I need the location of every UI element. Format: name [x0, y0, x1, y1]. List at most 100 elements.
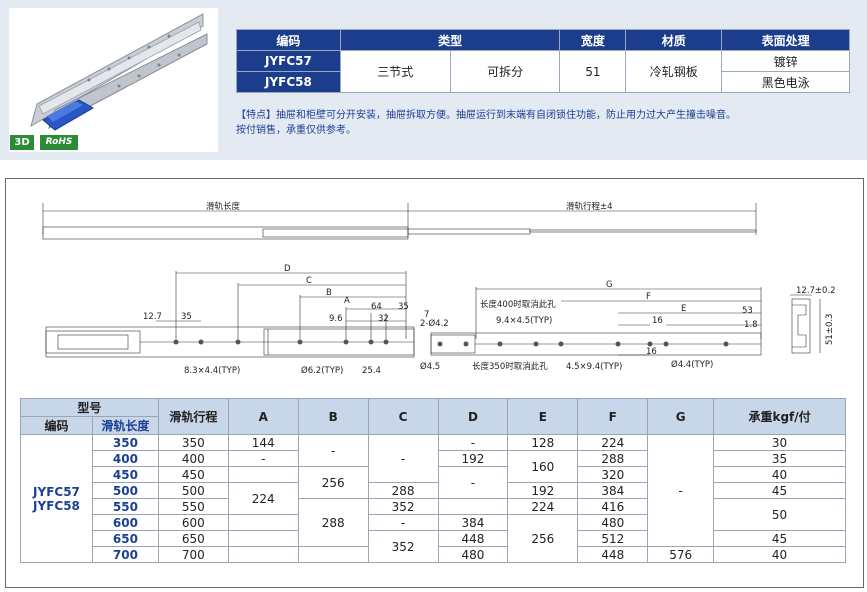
code-jyfc57: JYFC57 — [33, 484, 80, 499]
row-500-stroke: 500 — [157, 482, 229, 499]
row-500-e: 192 — [507, 482, 579, 499]
row-700-b — [297, 546, 369, 563]
code-cell: JYFC57 JYFC58 — [20, 434, 93, 563]
label-cancel-400: 长度400时取消此孔 — [480, 299, 556, 310]
th-length: 滑轨长度 — [91, 416, 159, 435]
row-500-load: 45 — [713, 482, 846, 499]
row-550-stroke: 550 — [157, 498, 229, 515]
spec-header-material: 材质 — [625, 29, 723, 51]
e-600-700: 256 — [507, 514, 579, 563]
row-400-len: 400 — [91, 450, 159, 467]
product-header: 3D RoHS 编码 类型 宽度 材质 表面处理 JYFC57 三节式 可拆分 … — [0, 0, 867, 160]
features-line-1: 【特点】抽屉和柜壁可分开安装，抽屉拆取方便。抽屉运行到末端有自闭锁住功能，防止用… — [236, 110, 736, 121]
row-450-f: 320 — [577, 466, 649, 483]
row-650-f: 512 — [577, 530, 649, 547]
label-rail-length: 滑轨长度 — [206, 201, 241, 212]
th-c: C — [367, 398, 439, 435]
label-64: 64 — [371, 302, 382, 312]
row-400-f: 288 — [577, 450, 649, 467]
label-hole-45: Ø4.5 — [420, 361, 440, 372]
row-450-a — [227, 466, 299, 483]
label-35b: 35 — [181, 312, 192, 322]
label-cancel-350: 长度350时取消此孔 — [472, 361, 548, 372]
row-400-stroke: 400 — [157, 450, 229, 467]
label-b: B — [326, 288, 332, 298]
row-550-c: 352 — [367, 498, 439, 515]
row-700-g: 576 — [647, 546, 715, 563]
spec-header-width: 宽度 — [559, 29, 627, 51]
row-500-len: 500 — [91, 482, 159, 499]
spec-finish-2: 黑色电泳 — [721, 71, 850, 93]
row-400-a: - — [227, 450, 299, 467]
spec-finish-1: 镀锌 — [721, 50, 850, 72]
row-650-len: 650 — [91, 530, 159, 547]
row-700-len: 700 — [91, 546, 159, 563]
spec-width: 51 — [559, 50, 627, 93]
th-d: D — [437, 398, 509, 435]
row-700-f: 448 — [577, 546, 649, 563]
label-c: C — [306, 276, 312, 286]
spec-code-jyfc57: JYFC57 — [236, 50, 341, 72]
spec-type-1: 三节式 — [339, 50, 451, 93]
row-650-a — [227, 530, 299, 547]
row-400-d: 192 — [437, 450, 509, 467]
th-model: 型号 — [20, 398, 159, 417]
c-650-700: 352 — [367, 530, 439, 563]
th-load: 承重kgf/付 — [713, 398, 846, 435]
label-12-7b: 12.7±0.2 — [796, 286, 836, 296]
label-1-8: 1.8 — [744, 320, 758, 330]
row-500-f: 384 — [577, 482, 649, 499]
load-550-600: 50 — [713, 498, 846, 531]
rohs-badge: RoHS — [40, 135, 78, 150]
row-350-e: 128 — [507, 434, 579, 451]
b-450-500: 256 — [297, 466, 369, 499]
th-f: F — [577, 398, 649, 435]
label-e: E — [681, 304, 686, 314]
row-450-stroke: 450 — [157, 466, 229, 483]
row-500-c: 288 — [367, 482, 439, 499]
row-350-f: 224 — [577, 434, 649, 451]
label-7: 7 — [424, 310, 429, 320]
row-350-d: - — [437, 434, 509, 451]
row-350-len: 350 — [91, 434, 159, 451]
row-350-stroke: 350 — [157, 434, 229, 451]
label-f: F — [646, 292, 651, 302]
th-g: G — [647, 398, 715, 435]
th-stroke: 滑轨行程 — [157, 398, 229, 435]
label-9-6: 9.6 — [329, 314, 343, 324]
technical-drawing: 滑轨长度 滑轨行程±4 D C B A 64 35 7 9.6 32 12.7 … — [42, 201, 836, 376]
label-51: 51±0.3 — [825, 314, 835, 345]
dimension-table: 型号 滑轨行程 A B C D E F G 承重kgf/付 编码 滑轨长度 JY… — [20, 398, 846, 563]
th-e: E — [507, 398, 579, 435]
3d-badge: 3D — [10, 135, 34, 150]
label-slot-a: 8.3×4.4(TYP) — [184, 366, 240, 376]
g-350-650: - — [647, 434, 715, 547]
label-stroke: 滑轨行程±4 — [566, 201, 613, 212]
row-350-a: 144 — [227, 434, 299, 451]
row-600-a — [227, 514, 299, 531]
row-700-stroke: 700 — [157, 546, 229, 563]
slide-rail-image — [30, 13, 208, 131]
e-400-450: 160 — [507, 450, 579, 483]
label-16b: 16 — [646, 347, 657, 357]
row-450-len: 450 — [91, 466, 159, 483]
features-text: 【特点】抽屉和柜壁可分开安装，抽屉拆取方便。抽屉运行到末端有自闭锁住功能，防止用… — [236, 108, 850, 138]
b-550-700: 288 — [297, 498, 369, 547]
product-photo — [9, 8, 218, 152]
label-53: 53 — [742, 306, 753, 316]
features-line-2: 按付销售，承重仅供参考。 — [236, 125, 356, 136]
label-slot-b: 9.4×4.5(TYP) — [496, 316, 552, 326]
label-g: G — [606, 280, 613, 290]
th-a: A — [227, 398, 299, 435]
row-550-e: 224 — [507, 498, 579, 515]
label-hole-44: Ø4.4(TYP) — [671, 359, 713, 370]
label-25-4: 25.4 — [362, 366, 381, 376]
d-450-500: - — [437, 466, 509, 499]
row-650-stroke: 650 — [157, 530, 229, 547]
th-b: B — [297, 398, 369, 435]
row-400-load: 35 — [713, 450, 846, 467]
row-650-load: 45 — [713, 530, 846, 547]
row-550-f: 416 — [577, 498, 649, 515]
row-550-len: 550 — [91, 498, 159, 515]
label-12-7: 12.7 — [143, 312, 162, 322]
